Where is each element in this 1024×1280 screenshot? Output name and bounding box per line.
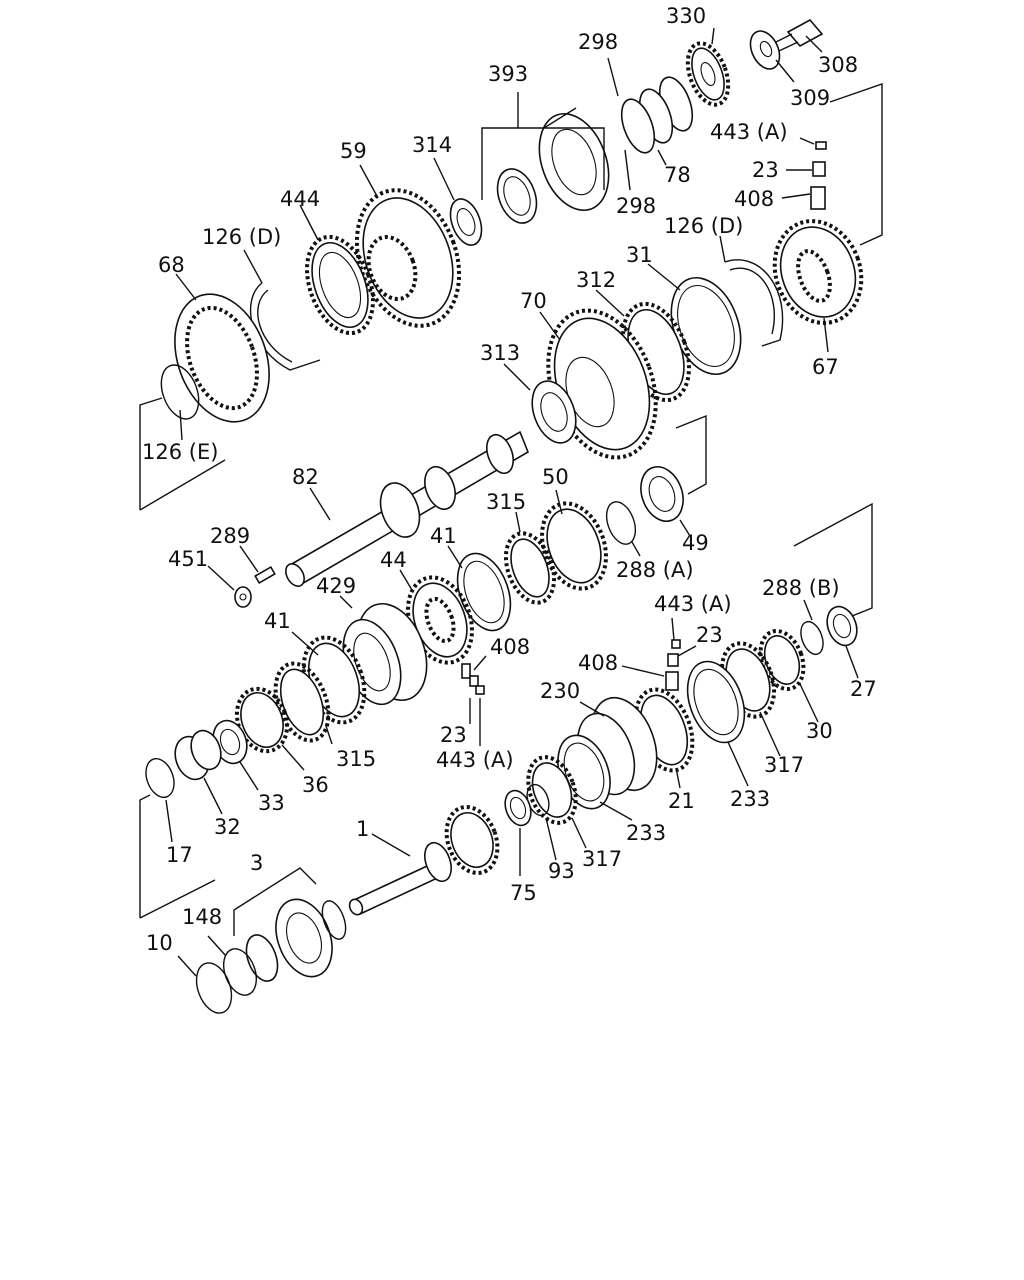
ring-315-upper bbox=[503, 531, 557, 605]
washer-309 bbox=[749, 30, 781, 70]
bearing-49 bbox=[640, 466, 684, 522]
callout-75: 75 bbox=[510, 881, 537, 905]
callout-36: 36 bbox=[302, 773, 329, 797]
callout-21: 21 bbox=[668, 789, 695, 813]
ring-317-lower bbox=[526, 755, 578, 825]
callout-443A-top: 443 (A) bbox=[710, 120, 788, 144]
callout-315-lower: 315 bbox=[336, 747, 376, 771]
callout-labels: 330 308 298 309 393 443 (A) 59 314 23 78… bbox=[142, 4, 877, 955]
callout-317-upper: 317 bbox=[764, 753, 804, 777]
bearing-313 bbox=[531, 380, 577, 444]
callout-3: 3 bbox=[250, 851, 263, 875]
callout-451: 451 bbox=[168, 547, 208, 571]
bearing-27 bbox=[826, 605, 858, 647]
callout-10: 10 bbox=[146, 931, 173, 955]
ring-315-lower bbox=[273, 661, 331, 743]
callout-308: 308 bbox=[818, 53, 858, 77]
callout-126D-left: 126 (D) bbox=[202, 225, 281, 249]
collar-32 bbox=[174, 729, 222, 781]
callout-309: 309 bbox=[790, 86, 830, 110]
callout-67: 67 bbox=[812, 355, 839, 379]
callout-443A-right: 443 (A) bbox=[654, 592, 732, 616]
sleeve-78 bbox=[620, 76, 694, 154]
snapring-17 bbox=[145, 757, 175, 799]
callout-443A-center: 443 (A) bbox=[436, 748, 514, 772]
shaft-82 bbox=[285, 430, 529, 587]
detent-set-upper-right bbox=[810, 141, 827, 210]
gear-36 bbox=[234, 686, 290, 754]
callout-32: 32 bbox=[214, 815, 241, 839]
callout-314: 314 bbox=[412, 133, 452, 157]
callout-23-top: 23 bbox=[752, 158, 779, 182]
input-shaft-1 bbox=[348, 805, 500, 916]
callout-289: 289 bbox=[210, 524, 250, 548]
spring-126D-right bbox=[724, 259, 784, 347]
callout-68: 68 bbox=[158, 253, 185, 277]
callout-298-bottom: 298 bbox=[616, 194, 656, 218]
bearing-314 bbox=[449, 198, 483, 246]
pin-289 bbox=[254, 565, 276, 585]
callout-444: 444 bbox=[280, 187, 320, 211]
callout-126D-right: 126 (D) bbox=[664, 214, 743, 238]
gear-68 bbox=[174, 293, 270, 423]
leader-lines bbox=[139, 27, 883, 977]
ring-233-upper bbox=[686, 660, 746, 744]
bearing-75 bbox=[504, 789, 532, 827]
sleeve-429 bbox=[342, 602, 428, 706]
callout-93: 93 bbox=[548, 859, 575, 883]
callout-41-lower: 41 bbox=[264, 609, 291, 633]
callout-49: 49 bbox=[682, 531, 709, 555]
callout-148: 148 bbox=[182, 905, 222, 929]
washer-451 bbox=[234, 586, 252, 608]
callout-23-center: 23 bbox=[440, 723, 467, 747]
part-drawings bbox=[145, 18, 864, 1014]
snapring-126E bbox=[160, 364, 200, 420]
callout-288A: 288 (A) bbox=[616, 558, 694, 582]
snapring-288B bbox=[800, 620, 824, 656]
callout-17: 17 bbox=[166, 843, 193, 867]
callout-408-center: 408 bbox=[490, 635, 530, 659]
callout-233-right: 233 bbox=[730, 787, 770, 811]
callout-429: 429 bbox=[316, 574, 356, 598]
callout-126E: 126 (E) bbox=[142, 440, 218, 464]
callout-1: 1 bbox=[356, 817, 369, 841]
callout-59: 59 bbox=[340, 139, 367, 163]
callout-27: 27 bbox=[850, 677, 877, 701]
callout-330: 330 bbox=[666, 4, 706, 28]
callout-41-upper: 41 bbox=[430, 524, 457, 548]
callout-230: 230 bbox=[540, 679, 580, 703]
callout-50: 50 bbox=[542, 465, 569, 489]
detent-set-right bbox=[665, 639, 681, 691]
callout-315-upper: 315 bbox=[486, 490, 526, 514]
callout-33: 33 bbox=[258, 791, 285, 815]
snapring-288A bbox=[605, 501, 637, 545]
detent-set-center bbox=[461, 663, 485, 695]
callout-70: 70 bbox=[520, 289, 547, 313]
bearing-3 bbox=[245, 898, 347, 982]
callout-82: 82 bbox=[292, 465, 319, 489]
callout-408-top: 408 bbox=[734, 187, 774, 211]
callout-393: 393 bbox=[488, 62, 528, 86]
callout-408-right: 408 bbox=[578, 651, 618, 675]
gear-67 bbox=[772, 219, 864, 325]
callout-78: 78 bbox=[664, 163, 691, 187]
callout-317-lower: 317 bbox=[582, 847, 622, 871]
snapring-10 bbox=[195, 962, 233, 1014]
gear-330 bbox=[685, 41, 731, 107]
ring-444 bbox=[305, 234, 375, 336]
callout-44: 44 bbox=[380, 548, 407, 572]
callout-23-right: 23 bbox=[696, 623, 723, 647]
callout-313: 313 bbox=[480, 341, 520, 365]
callout-31: 31 bbox=[626, 243, 653, 267]
callout-298-top: 298 bbox=[578, 30, 618, 54]
callout-233-lower: 233 bbox=[626, 821, 666, 845]
callout-312: 312 bbox=[576, 268, 616, 292]
callout-288B: 288 (B) bbox=[762, 576, 840, 600]
hub-393 bbox=[496, 112, 610, 224]
callout-30: 30 bbox=[806, 719, 833, 743]
